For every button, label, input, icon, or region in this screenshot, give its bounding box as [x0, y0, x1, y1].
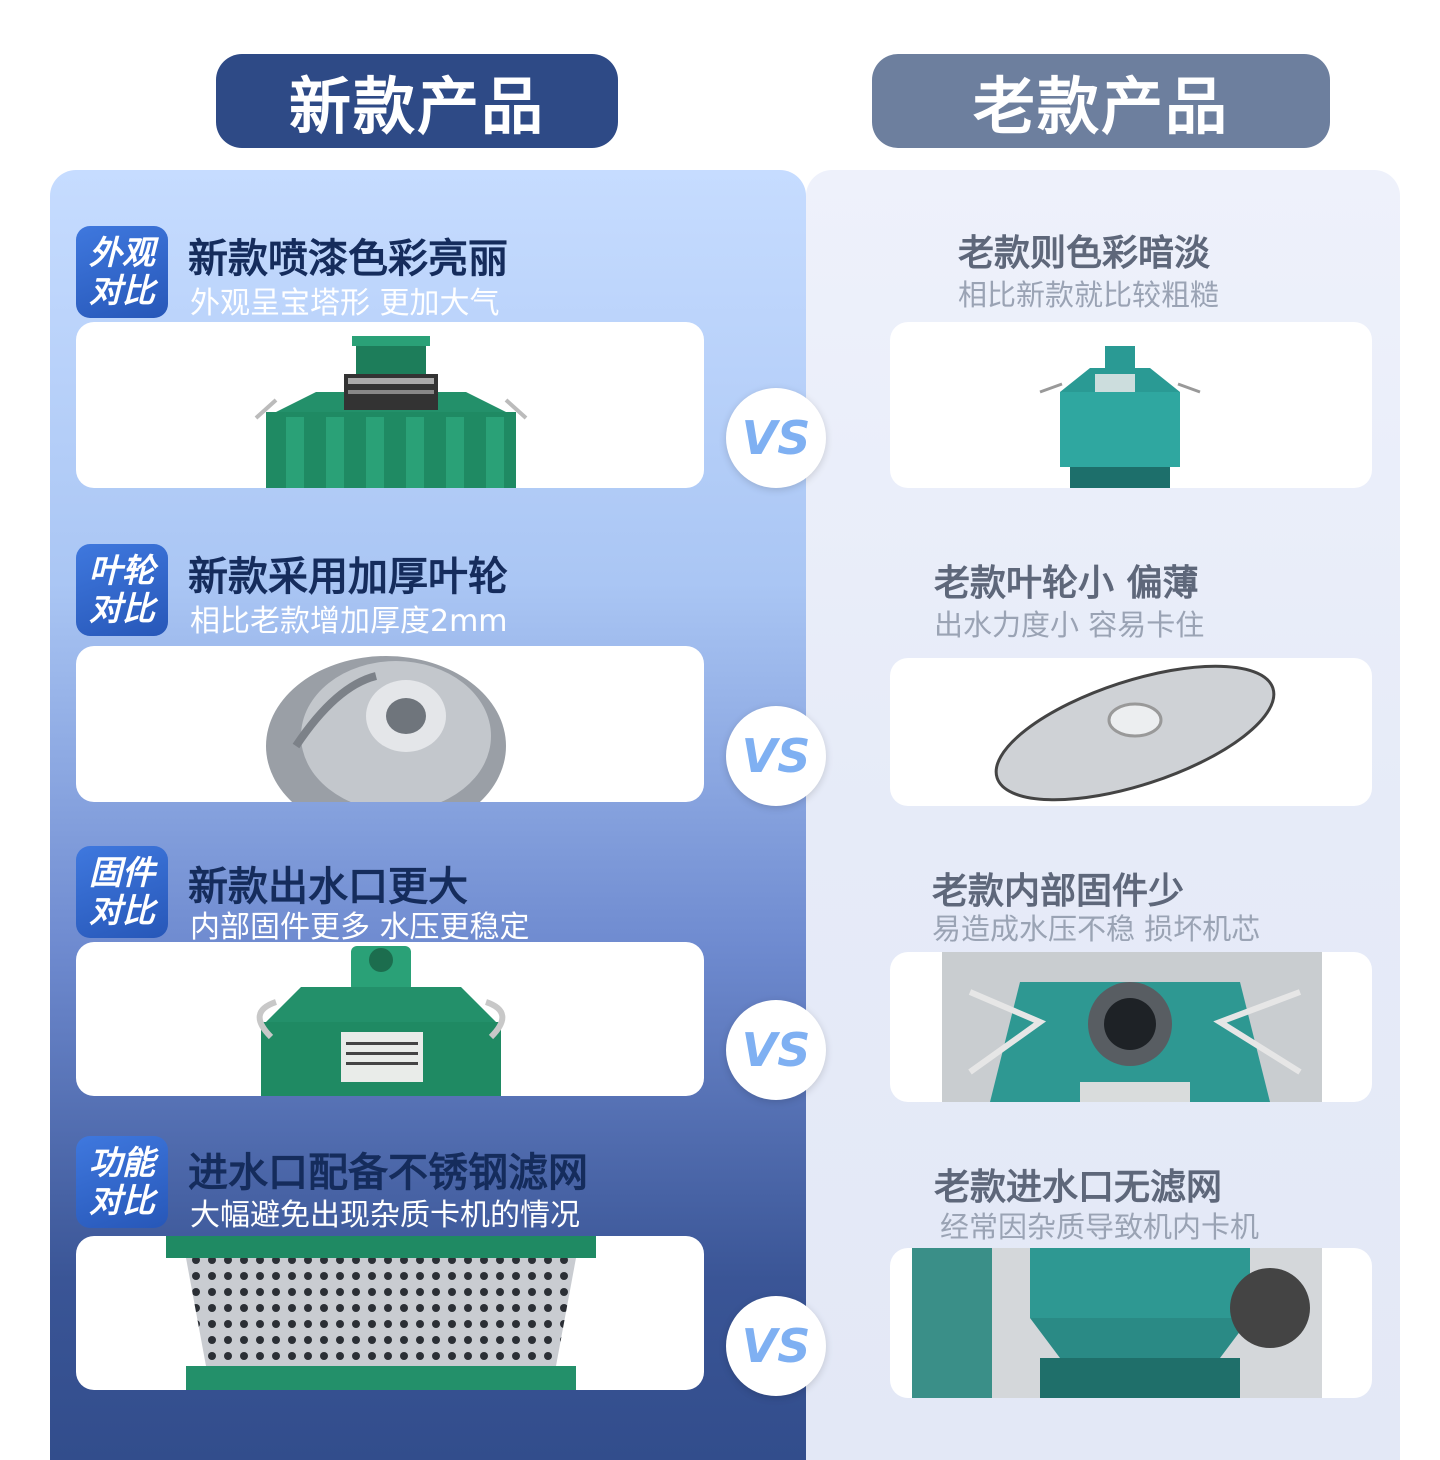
new-impeller-subtitle: 相比老款增加厚度2mm	[190, 604, 508, 639]
function-tag: 功能对比	[76, 1136, 168, 1228]
new-pump-photo-card	[76, 322, 704, 488]
new-function-title: 进水口配备不锈钢滤网	[188, 1150, 588, 1196]
impeller-tag: 叶轮对比	[76, 544, 168, 636]
old-function-title: 老款进水口无滤网	[934, 1167, 1223, 1208]
old-pump-photo-card	[890, 322, 1372, 488]
old-appearance-subtitle: 相比新款就比较粗糙	[958, 278, 1220, 312]
old-outlet-photo-card	[890, 952, 1372, 1102]
old-impeller-photo-card	[890, 658, 1372, 806]
old-impeller-title: 老款叶轮小 偏薄	[934, 563, 1199, 604]
old-fixtures-subtitle: 易造成水压不稳 损坏机芯	[932, 912, 1261, 946]
new-appearance-title: 新款喷漆色彩亮丽	[188, 236, 508, 282]
new-impeller-image	[266, 656, 506, 802]
old-impeller-image	[994, 664, 1276, 802]
old-pump-body-image	[1039, 346, 1201, 488]
new-impeller-photo-card	[76, 646, 704, 802]
old-outlet-image	[942, 952, 1322, 1102]
vs-badge: VS	[726, 706, 826, 806]
old-appearance-title: 老款则色彩暗淡	[958, 233, 1211, 274]
old-fixtures-title: 老款内部固件少	[932, 871, 1185, 912]
fixtures-tag: 固件对比	[76, 846, 168, 938]
new-filter-photo-card	[76, 1236, 704, 1390]
appearance-tag: 外观对比	[76, 226, 168, 318]
old-inlet-photo-card	[890, 1248, 1372, 1398]
vs-badge: VS	[726, 1296, 826, 1396]
new-product-header: 新款产品	[216, 54, 618, 148]
new-filter-image	[166, 1236, 596, 1390]
new-fixtures-subtitle: 内部固件更多 水压更稳定	[190, 910, 530, 945]
old-product-header: 老款产品	[872, 54, 1330, 148]
new-impeller-title: 新款采用加厚叶轮	[188, 554, 508, 600]
vs-badge: VS	[726, 1000, 826, 1100]
new-pump-body-image	[254, 336, 528, 488]
new-appearance-subtitle: 外观呈宝塔形 更加大气	[190, 286, 500, 321]
new-outlet-photo-card	[76, 942, 704, 1096]
vs-badge: VS	[726, 388, 826, 488]
old-impeller-subtitle: 出水力度小 容易卡住	[934, 608, 1205, 642]
old-inlet-image	[912, 1248, 1322, 1398]
old-function-subtitle: 经常因杂质导致机内卡机	[940, 1210, 1260, 1244]
new-outlet-image	[256, 946, 506, 1096]
new-function-subtitle: 大幅避免出现杂质卡机的情况	[190, 1198, 580, 1233]
new-fixtures-title: 新款出水口更大	[188, 864, 468, 910]
